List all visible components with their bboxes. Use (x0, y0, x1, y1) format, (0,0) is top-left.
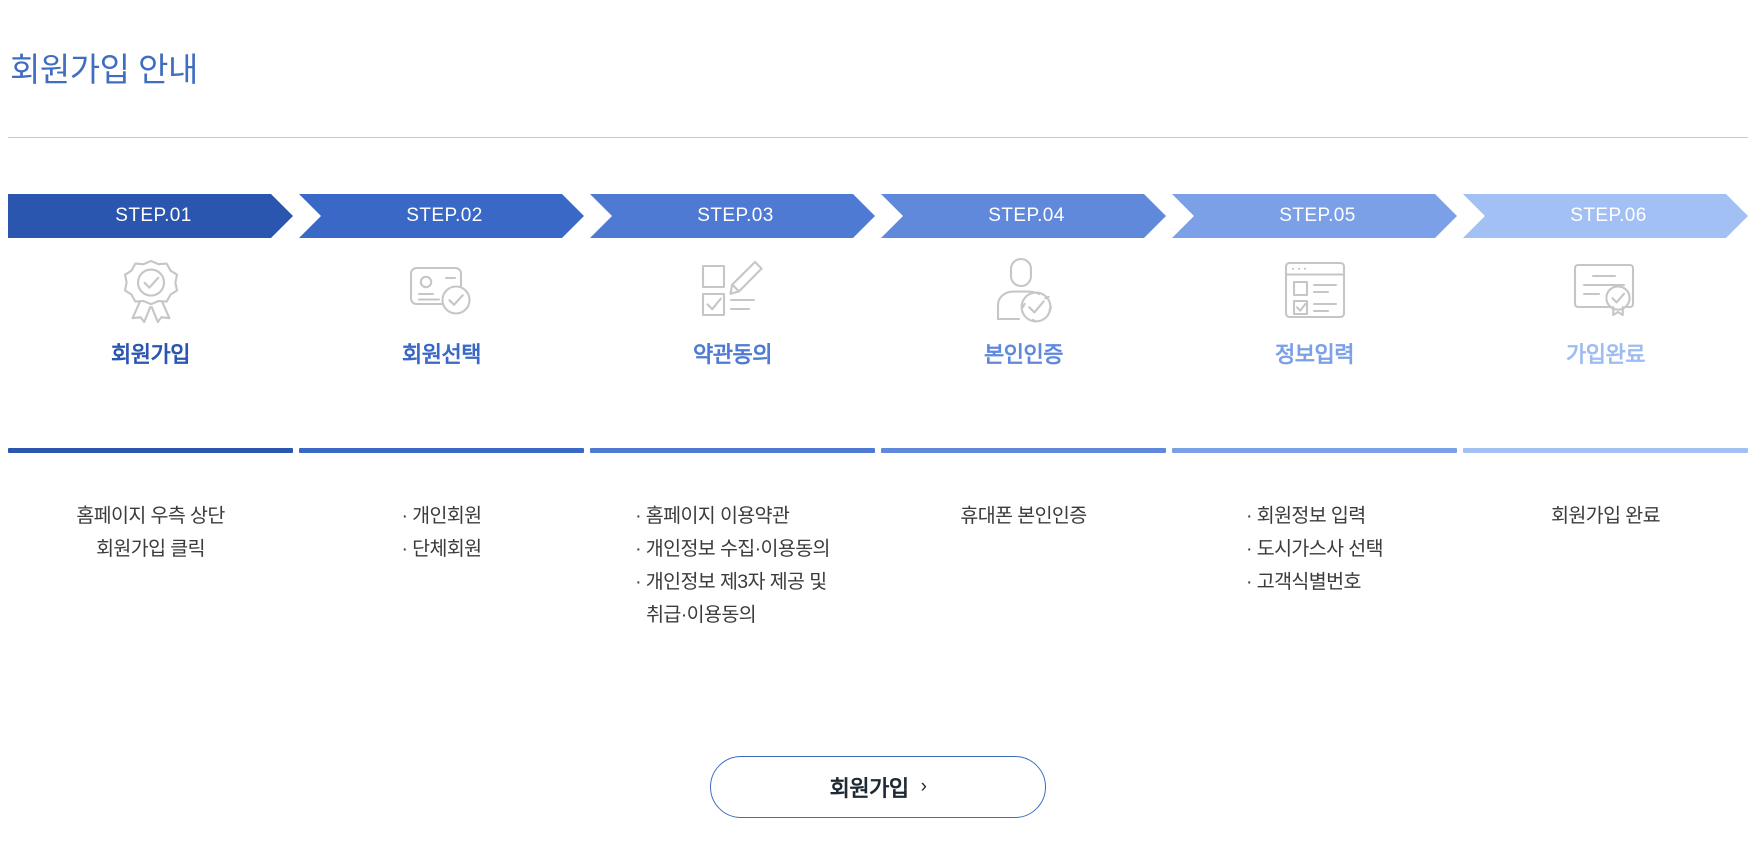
step-chip-label: STEP.06 (1570, 205, 1647, 226)
step-label-6: 가입완료 (1566, 342, 1645, 367)
step-chip-label: STEP.01 (115, 205, 192, 226)
step-underline-2 (299, 448, 584, 453)
description-lines: 회원가입 완료 (1551, 500, 1660, 533)
step-chip-label: STEP.04 (988, 205, 1065, 226)
step-label-4: 본인인증 (984, 342, 1063, 367)
step-description-3: · 홈페이지 이용약관 · 개인정보 수집·이용동의 · 개인정보 제3자 제공 및… (590, 500, 875, 632)
step-description-2: · 개인회원 · 단체회원 (299, 500, 584, 632)
step-underline-5 (1172, 448, 1457, 453)
step-chip-4[interactable]: STEP.04 (881, 194, 1166, 238)
step-description-6: 회원가입 완료 (1463, 500, 1748, 632)
description-lines: · 회원정보 입력 · 도시가스사 선택 · 고객식별번호 (1246, 500, 1384, 599)
description-line: · 고객식별번호 (1246, 571, 1361, 593)
step-label-1: 회원가입 (111, 342, 190, 367)
step-underline-1 (8, 448, 293, 453)
step-icon-row (8, 252, 1748, 328)
page-title: 회원가입 안내 (10, 51, 198, 89)
checklist-pen-icon (590, 252, 875, 328)
step-label-5: 정보입력 (1275, 342, 1354, 367)
person-verify-icon (881, 252, 1166, 328)
description-line: 취급·이용동의 (646, 604, 757, 626)
description-line: · 개인정보 수집·이용동의 (635, 538, 830, 560)
description-line: 휴대폰 본인인증 (960, 505, 1087, 527)
step-chip-label: STEP.03 (697, 205, 774, 226)
step-description-5: · 회원정보 입력 · 도시가스사 선택 · 고객식별번호 (1172, 500, 1457, 632)
step-chip-label: STEP.02 (406, 205, 483, 226)
signup-button[interactable]: 회원가입 › (710, 756, 1046, 818)
description-line: · 개인정보 제3자 제공 및 (635, 571, 827, 593)
badge-check-icon (8, 252, 293, 328)
description-line: · 개인회원 (401, 505, 482, 527)
step-label-row: 회원가입 회원선택 약관동의 본인인증 정보입력 가입완료 (8, 336, 1748, 370)
step-description-4: 휴대폰 본인인증 (881, 500, 1166, 632)
cta-container: 회원가입 › (0, 756, 1756, 818)
form-window-icon (1172, 252, 1457, 328)
description-line: · 홈페이지 이용약관 (635, 505, 790, 527)
certificate-seal-icon (1463, 252, 1748, 328)
step-chip-1[interactable]: STEP.01 (8, 194, 293, 238)
description-line: · 회원정보 입력 (1246, 505, 1366, 527)
description-line: · 단체회원 (401, 538, 482, 560)
description-lines: · 홈페이지 이용약관 · 개인정보 수집·이용동의 · 개인정보 제3자 제공 및… (635, 500, 830, 632)
chevron-right-icon: › (920, 776, 927, 797)
step-underline-6 (1463, 448, 1748, 453)
description-line: 회원가입 완료 (1551, 505, 1660, 527)
step-chip-label: STEP.05 (1279, 205, 1356, 226)
description-lines: · 개인회원 · 단체회원 (401, 500, 482, 566)
step-underline-row (8, 448, 1748, 453)
step-chevron-row: STEP.01 STEP.02 STEP.03 STEP.04 STEP.05 STEP.… (8, 194, 1748, 238)
description-line: 회원가입 클릭 (96, 538, 205, 560)
signup-button-label: 회원가입 (829, 776, 909, 801)
step-chip-2[interactable]: STEP.02 (299, 194, 584, 238)
step-chip-5[interactable]: STEP.05 (1172, 194, 1457, 238)
step-label-2: 회원선택 (402, 342, 481, 367)
title-divider (8, 137, 1748, 138)
description-line: · 도시가스사 선택 (1246, 538, 1384, 560)
description-lines: 휴대폰 본인인증 (960, 500, 1087, 533)
step-underline-4 (881, 448, 1166, 453)
step-chip-6[interactable]: STEP.06 (1463, 194, 1748, 238)
id-card-check-icon (299, 252, 584, 328)
step-underline-3 (590, 448, 875, 453)
step-label-3: 약관동의 (693, 342, 772, 367)
description-line: 홈페이지 우측 상단 (76, 505, 225, 527)
step-chip-3[interactable]: STEP.03 (590, 194, 875, 238)
